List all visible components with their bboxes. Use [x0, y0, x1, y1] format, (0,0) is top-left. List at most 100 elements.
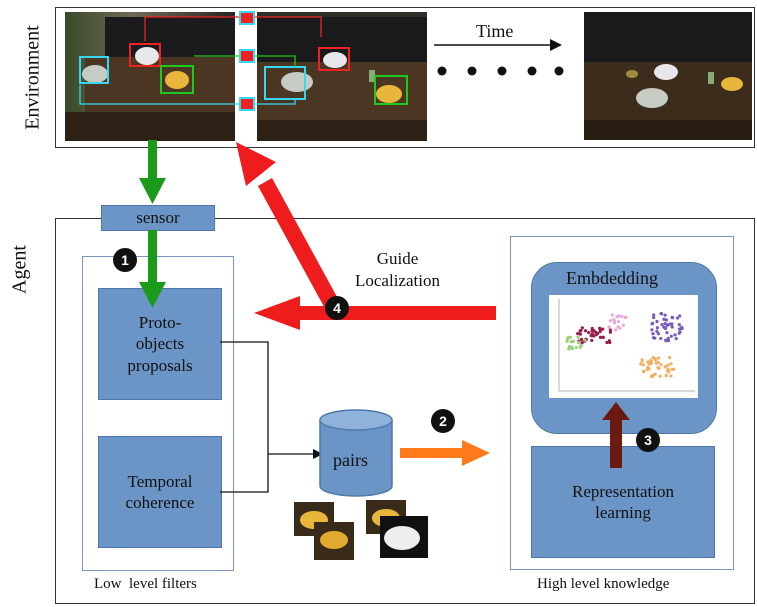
scatter-point	[662, 317, 666, 321]
scatter-point	[659, 363, 663, 367]
scatter-point	[653, 372, 657, 376]
scatter-point	[580, 326, 584, 330]
scatter-point	[656, 365, 660, 370]
sensor-box: sensor	[101, 205, 215, 231]
connector-lines	[220, 341, 323, 493]
scatter-point	[601, 335, 605, 339]
scatter-point	[652, 313, 656, 317]
pairs-label: pairs	[333, 450, 368, 470]
green-arrow-top	[139, 140, 166, 204]
step-3-badge: 3	[636, 428, 660, 452]
scatter-point	[659, 312, 664, 316]
scatter-point	[641, 363, 646, 367]
scatter-point	[668, 355, 672, 360]
scatter-point	[614, 328, 618, 332]
scatter-point	[653, 336, 657, 340]
scatter-point	[663, 365, 667, 369]
scatter-point	[601, 327, 605, 331]
green-arrow-down	[139, 230, 166, 308]
scatter-point	[577, 341, 581, 345]
pair-thumbnails	[294, 500, 428, 560]
step-2-badge: 2	[431, 409, 455, 433]
representation-learning-box: Representation learning	[531, 446, 715, 558]
scatter-point	[664, 318, 669, 322]
scatter-point	[649, 362, 653, 366]
pairs-database	[319, 409, 393, 497]
scatter-point	[590, 332, 594, 336]
scatter-point	[580, 341, 584, 345]
brown-arrow	[602, 402, 630, 468]
scatter-point	[648, 358, 653, 362]
scatter-point	[583, 338, 587, 342]
scatter-point	[616, 320, 621, 324]
scatter-point	[669, 374, 673, 378]
scatter-point	[655, 319, 659, 324]
scatter-point	[656, 356, 661, 360]
scatter-point	[675, 316, 680, 320]
red-arrow-env	[236, 142, 342, 314]
scatter-point	[664, 339, 668, 343]
time-arrow	[434, 39, 564, 76]
scatter-point	[578, 345, 582, 350]
scatter-point	[673, 333, 677, 337]
scatter-point	[651, 332, 655, 336]
scatter-point	[576, 331, 580, 336]
scatter-point	[650, 328, 654, 332]
scatter-point	[663, 313, 667, 317]
scatter-point	[678, 327, 682, 331]
scatter-point	[668, 322, 672, 326]
scatter-point	[576, 335, 580, 339]
scatter-point	[587, 331, 591, 335]
scatter-point	[598, 335, 603, 339]
tracking-lines	[79, 11, 322, 111]
scatter-point	[615, 315, 619, 319]
scatter-point	[590, 326, 594, 331]
scatter-point	[642, 369, 646, 373]
scatter-point	[665, 323, 669, 328]
scatter-point	[579, 328, 583, 333]
scatter-point	[649, 374, 654, 379]
scatter-point	[663, 321, 667, 326]
environment-label: Environment	[21, 25, 44, 130]
scatter-point	[654, 361, 658, 365]
scatter-point	[590, 338, 594, 343]
scatter-point	[655, 329, 659, 334]
scatter-point	[623, 315, 627, 319]
scatter-point	[646, 360, 650, 364]
scatter-point	[578, 332, 582, 336]
scatter-point	[654, 358, 658, 362]
scatter-point	[605, 340, 609, 345]
scatter-point	[666, 363, 670, 367]
high-level-caption: High level knowledge	[537, 576, 670, 592]
scatter-point	[569, 345, 574, 349]
scatter-point	[640, 358, 644, 362]
orange-arrow	[400, 440, 490, 466]
scatter-point	[656, 332, 661, 336]
scatter-point	[665, 331, 669, 335]
scatter-point	[608, 319, 612, 323]
scatter-point	[678, 314, 682, 318]
scatter-point	[677, 331, 681, 335]
step-1-badge: 1	[113, 248, 137, 272]
proto-objects-box: Proto- objects proposals	[98, 288, 222, 400]
agent-label: Agent	[8, 245, 31, 294]
scatter-point	[621, 323, 625, 327]
scatter-point	[607, 339, 611, 343]
high-level-panel	[510, 236, 734, 570]
scatter-point	[667, 370, 671, 374]
scatter-point	[612, 319, 616, 323]
scatter-point	[650, 322, 654, 326]
embedding-scatter	[549, 295, 698, 398]
scatter-point	[659, 336, 663, 341]
scatter-point	[674, 337, 678, 341]
guide-localization-label: Guide Localization	[355, 249, 440, 291]
scatter-point	[652, 315, 656, 320]
scatter-point	[660, 323, 664, 327]
scene-frame-3	[584, 12, 752, 140]
time-label: Time	[476, 21, 514, 41]
scatter-point	[671, 316, 675, 320]
scatter-point	[669, 334, 673, 338]
low-level-caption: Low level filters	[94, 576, 197, 592]
scatter-point	[655, 326, 660, 330]
scatter-point	[569, 340, 573, 344]
